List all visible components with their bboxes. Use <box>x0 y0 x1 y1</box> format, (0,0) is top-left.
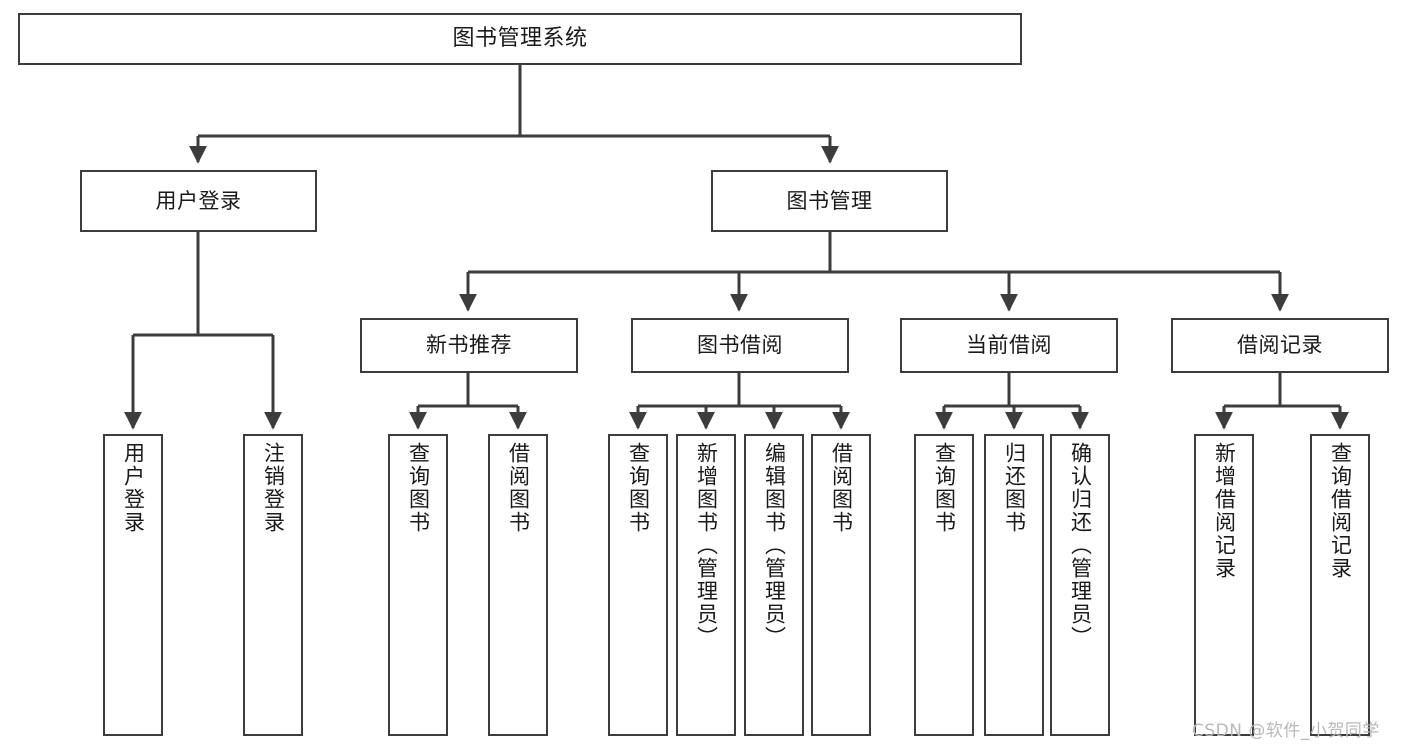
leaf-current-confirm-return-admin[interactable]: 确认归还（管理员） <box>1050 434 1110 736</box>
node-root-book-management-system[interactable]: 图书管理系统 <box>18 13 1022 65</box>
node-label: 注销登录 <box>261 442 286 534</box>
leaf-record-add-borrow-record[interactable]: 新增借阅记录 <box>1194 434 1254 736</box>
leaf-new-book-query-book[interactable]: 查询图书 <box>388 434 448 736</box>
node-label: 查询图书 <box>626 442 651 534</box>
node-label: 新增图书（管理员） <box>694 442 719 649</box>
leaf-borrow-add-book-admin[interactable]: 新增图书（管理员） <box>676 434 736 736</box>
node-label: 新增借阅记录 <box>1212 442 1237 580</box>
node-label: 图书管理系统 <box>452 26 588 52</box>
node-user-login[interactable]: 用户登录 <box>80 170 317 232</box>
leaf-record-query-borrow-record[interactable]: 查询借阅记录 <box>1310 434 1370 736</box>
node-current-borrow[interactable]: 当前借阅 <box>900 318 1118 373</box>
node-label: 确认归还（管理员） <box>1068 442 1093 649</box>
node-new-book-recommend[interactable]: 新书推荐 <box>360 318 578 373</box>
leaf-user-login[interactable]: 用户登录 <box>103 434 163 736</box>
node-label: 查询图书 <box>406 442 431 534</box>
node-label: 图书管理 <box>786 188 873 213</box>
node-label: 借阅图书 <box>829 442 854 534</box>
leaf-borrow-borrow-book[interactable]: 借阅图书 <box>811 434 871 736</box>
node-book-borrow[interactable]: 图书借阅 <box>631 318 849 373</box>
node-label: 查询借阅记录 <box>1328 442 1353 580</box>
leaf-logout[interactable]: 注销登录 <box>243 434 303 736</box>
node-label: 用户登录 <box>121 442 146 534</box>
node-label: 新书推荐 <box>426 333 512 358</box>
node-label: 编辑图书（管理员） <box>762 442 787 649</box>
node-label: 当前借阅 <box>966 333 1052 358</box>
leaf-borrow-edit-book-admin[interactable]: 编辑图书（管理员） <box>744 434 804 736</box>
node-book-management[interactable]: 图书管理 <box>711 170 948 232</box>
node-label: 归还图书 <box>1002 442 1027 534</box>
leaf-new-book-borrow-book[interactable]: 借阅图书 <box>488 434 548 736</box>
node-borrow-record[interactable]: 借阅记录 <box>1171 318 1389 373</box>
leaf-borrow-query-book[interactable]: 查询图书 <box>608 434 668 736</box>
leaf-current-return-book[interactable]: 归还图书 <box>984 434 1044 736</box>
node-label: 借阅记录 <box>1237 333 1323 358</box>
node-label: 用户登录 <box>155 188 242 213</box>
node-label: 借阅图书 <box>506 442 531 534</box>
leaf-current-query-book[interactable]: 查询图书 <box>914 434 974 736</box>
node-label: 图书借阅 <box>697 333 783 358</box>
node-label: 查询图书 <box>932 442 957 534</box>
